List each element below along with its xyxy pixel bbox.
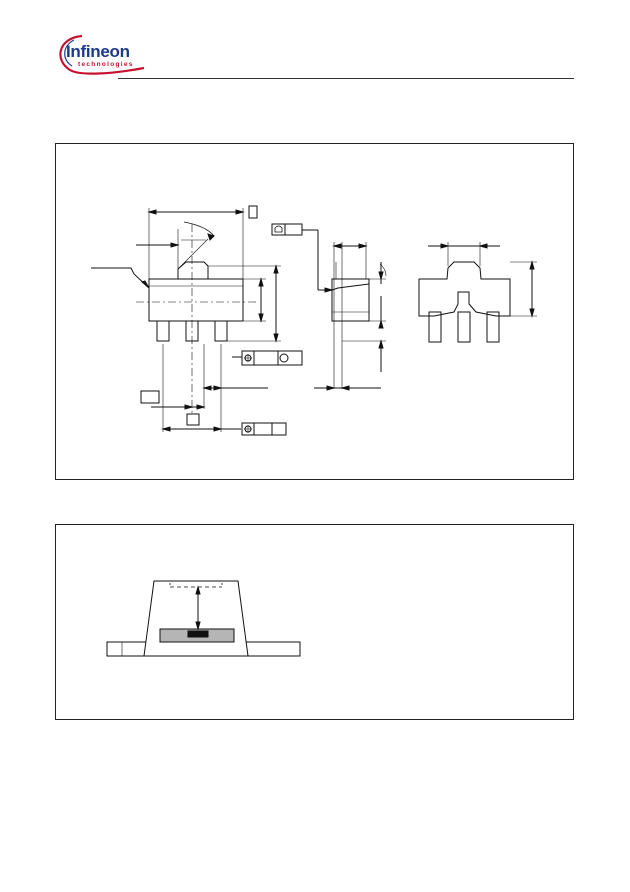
datum-box-b — [140, 390, 160, 404]
package-outline-drawing — [91, 205, 537, 436]
package-body — [148, 278, 244, 322]
package-outline-frame — [55, 143, 574, 480]
brand-name: Infineon — [66, 42, 130, 61]
die-chip — [187, 630, 209, 638]
infineon-logo: Infineon technologies — [52, 30, 172, 78]
package-tab — [177, 261, 209, 279]
logo-swoosh-icon — [59, 34, 145, 75]
position-tolerance-box-1 — [241, 350, 303, 366]
side-view-body — [331, 278, 370, 322]
footprint-pad-2 — [457, 311, 471, 343]
position-tolerance-box-2 — [241, 422, 287, 436]
datum-box-c — [186, 413, 200, 426]
cross-section-drawing — [106, 580, 301, 657]
cross-section-frame — [55, 524, 574, 720]
footprint-pad-outline — [418, 261, 511, 317]
flatness-box — [271, 223, 303, 236]
footprint-pad-3 — [486, 311, 500, 343]
footprint-pad-1 — [428, 311, 442, 343]
lead-1 — [156, 320, 170, 342]
header-rule — [118, 78, 574, 79]
lead-3 — [214, 320, 228, 342]
brand-tagline: technologies — [78, 61, 134, 68]
datum-box-a — [248, 205, 258, 219]
